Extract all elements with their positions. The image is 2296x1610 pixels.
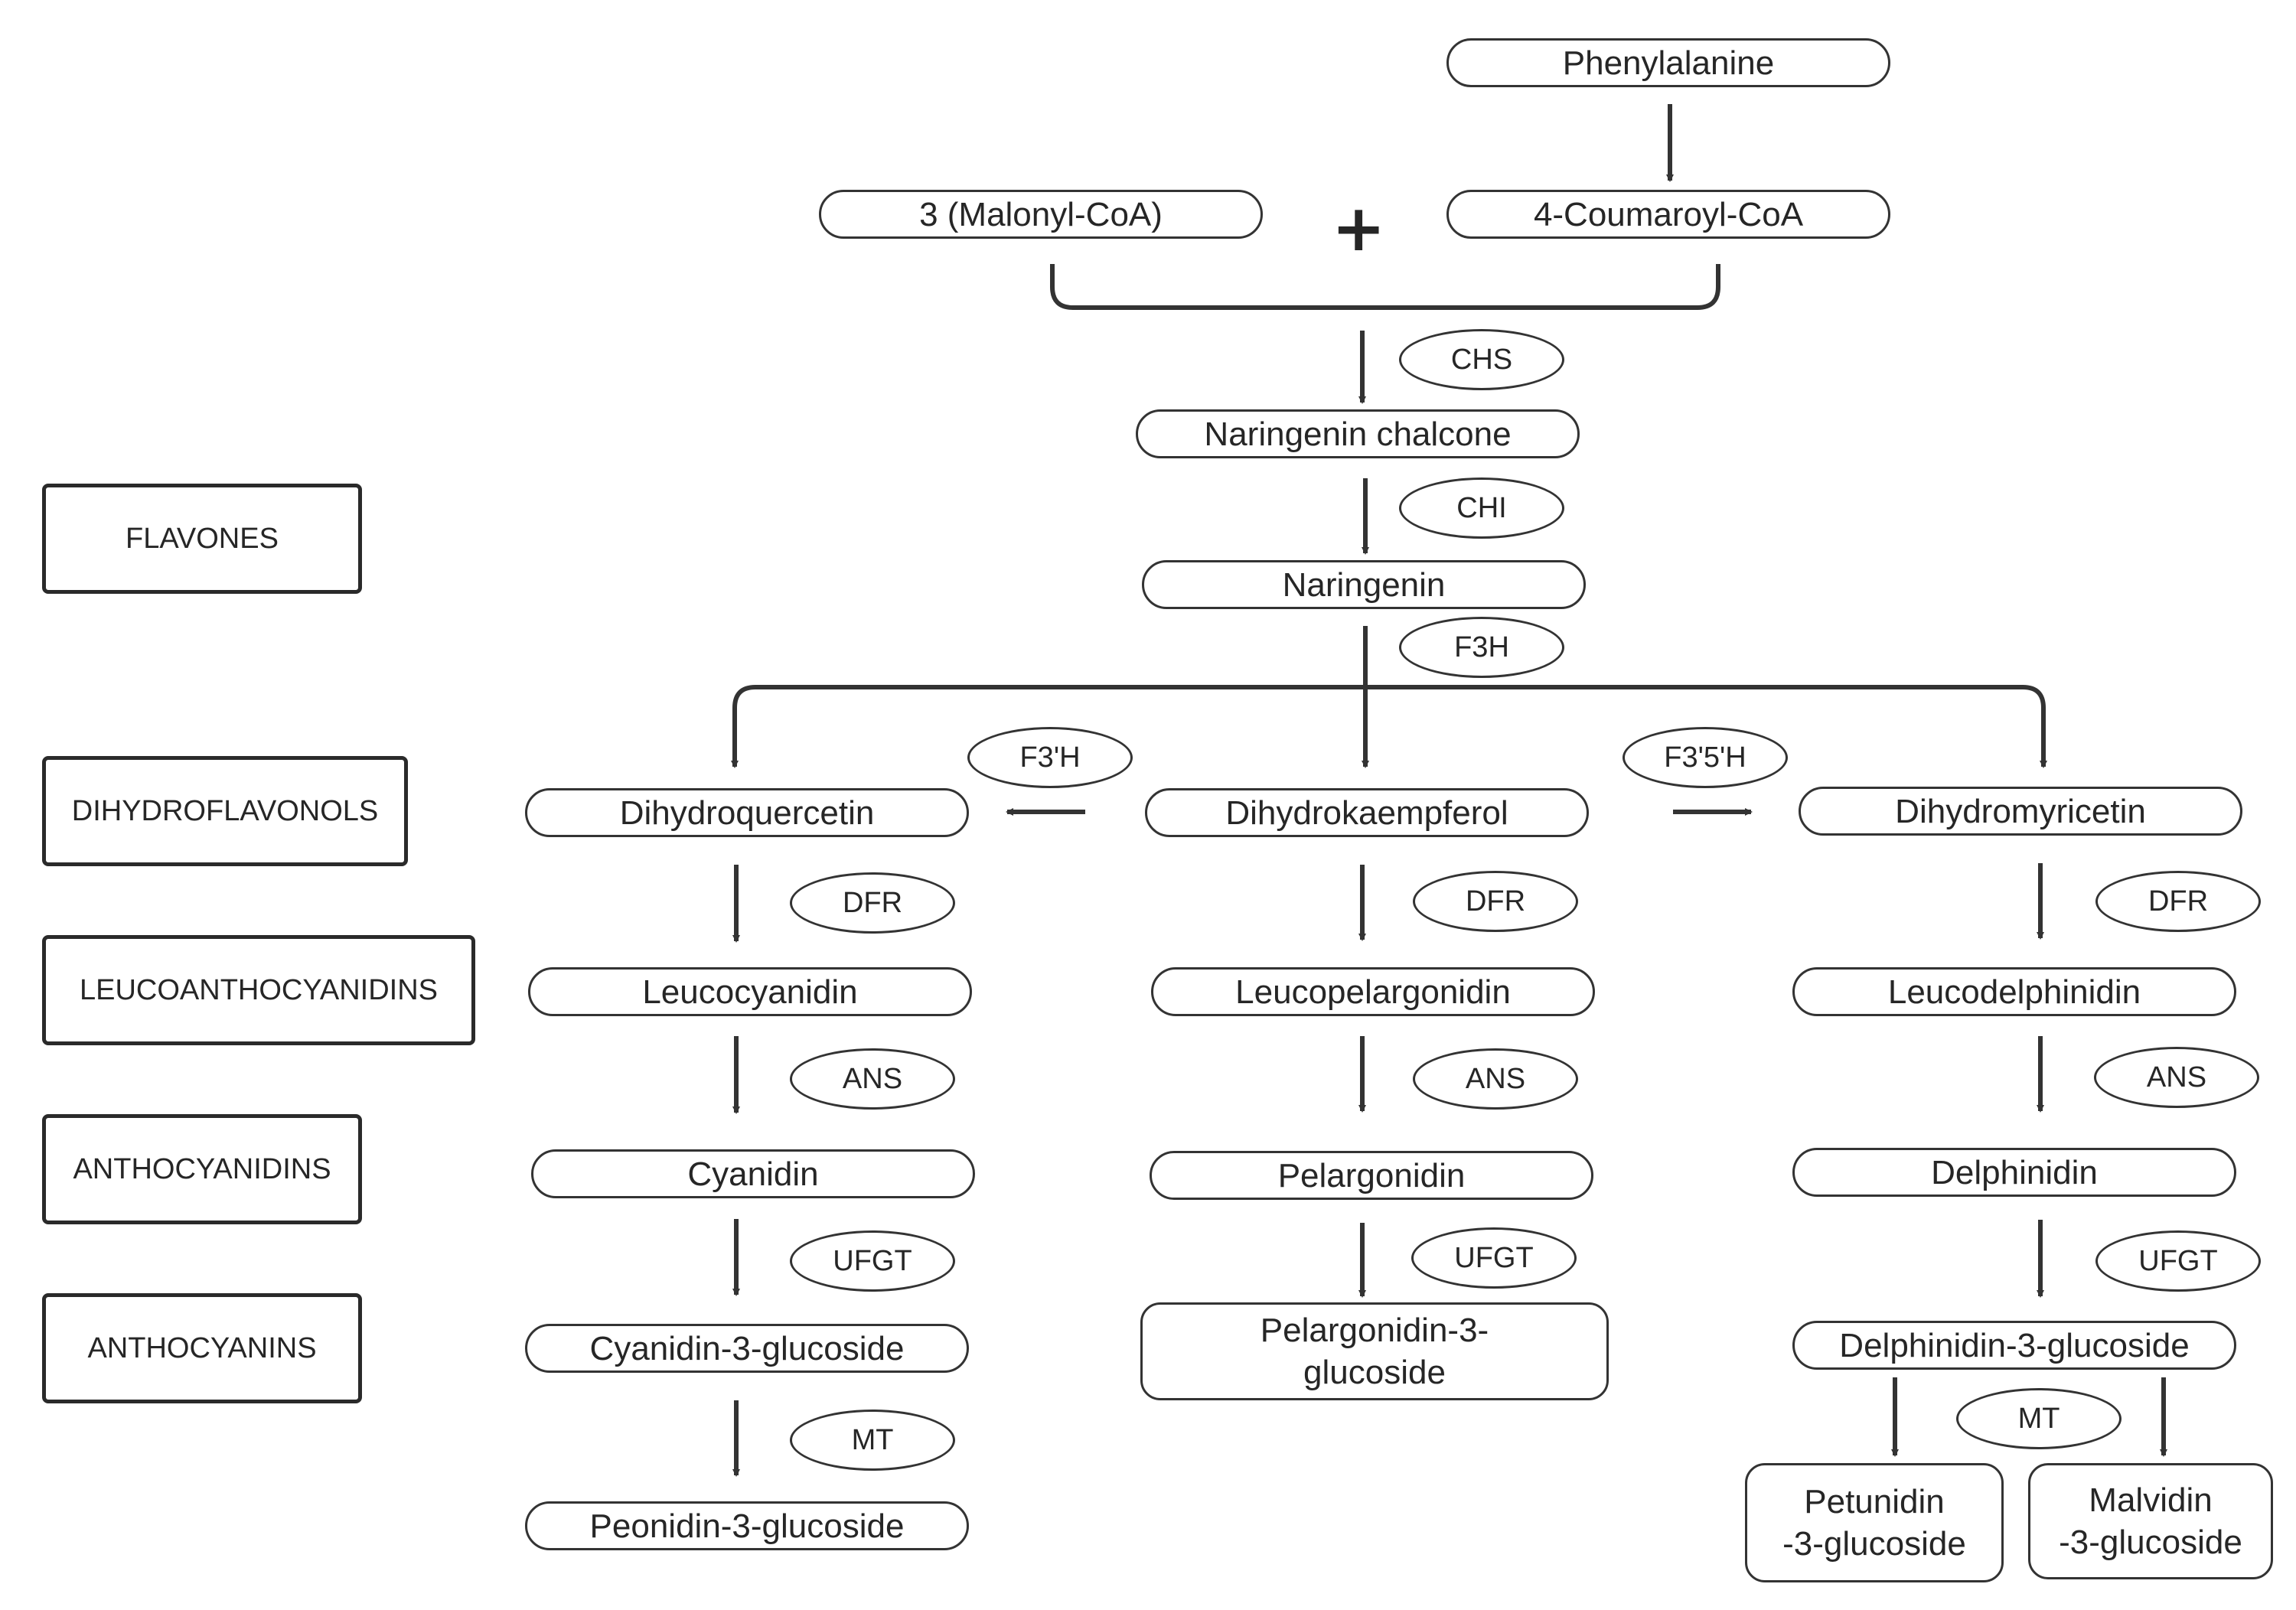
category-anthocyanins: ANTHOCYANINS	[42, 1293, 362, 1403]
category-anthocyanidins: ANTHOCYANIDINS	[42, 1114, 362, 1224]
compound-cyanidin-label: Cyanidin	[687, 1155, 819, 1193]
enzyme-dfr-middle-label: DFR	[1465, 885, 1526, 917]
compound-leucocyanidin-label: Leucocyanidin	[642, 973, 858, 1011]
compound-peonidin-3-glucoside-label: Peonidin-3-glucoside	[589, 1507, 905, 1545]
compound-coumaroyl-coa-label: 4-Coumaroyl-CoA	[1533, 195, 1804, 233]
compound-pelargonidin-label: Pelargonidin	[1277, 1156, 1466, 1194]
enzyme-ans-right-label: ANS	[2146, 1061, 2207, 1093]
enzyme-dfr-right-label: DFR	[2148, 885, 2209, 917]
compound-coumaroyl-coa: 4-Coumaroyl-CoA	[1446, 190, 1890, 239]
precursor-bracket	[1050, 264, 1720, 310]
compound-pelargonidin: Pelargonidin	[1150, 1151, 1593, 1200]
compound-delphinidin-label: Delphinidin	[1931, 1153, 2098, 1191]
enzyme-ufgt-right: UFGT	[2095, 1230, 2261, 1292]
category-flavones-label: FLAVONES	[126, 522, 279, 555]
enzyme-f3ph-label: F3'H	[1019, 741, 1081, 774]
enzyme-mt-right: MT	[1956, 1388, 2122, 1449]
compound-naringenin-chalcone: Naringenin chalcone	[1136, 409, 1580, 458]
enzyme-chi: CHI	[1399, 477, 1564, 539]
compound-cyanidin-3-glucoside: Cyanidin-3-glucoside	[525, 1324, 969, 1373]
compound-peonidin-3-glucoside: Peonidin-3-glucoside	[525, 1501, 969, 1550]
enzyme-mt-left: MT	[790, 1410, 955, 1471]
compound-cyanidin-3-glucoside-label: Cyanidin-3-glucoside	[589, 1329, 905, 1367]
enzyme-dfr-left: DFR	[790, 872, 955, 934]
category-dihydroflavonols: DIHYDROFLAVONOLS	[42, 756, 408, 866]
category-anthocyanidins-label: ANTHOCYANIDINS	[73, 1152, 331, 1185]
compound-dihydromyricetin: Dihydromyricetin	[1799, 787, 2242, 836]
compound-phenylalanine: Phenylalanine	[1446, 38, 1890, 87]
enzyme-ans-right: ANS	[2094, 1047, 2259, 1108]
compound-pelargonidin-3-glucoside-label: Pelargonidin-3- glucoside	[1260, 1312, 1489, 1391]
compound-malvidin-3-glucoside: Malvidin -3-glucoside	[2028, 1463, 2273, 1579]
enzyme-f3h: F3H	[1399, 617, 1564, 678]
compound-delphinidin: Delphinidin	[1792, 1148, 2236, 1197]
compound-pelargonidin-3-glucoside: Pelargonidin-3- glucoside	[1140, 1302, 1609, 1400]
enzyme-f3h-label: F3H	[1454, 631, 1509, 663]
enzyme-ufgt-middle: UFGT	[1411, 1227, 1577, 1289]
enzyme-mt-left-label: MT	[851, 1423, 894, 1456]
compound-leucodelphinidin-label: Leucodelphinidin	[1887, 973, 2141, 1011]
compound-naringenin-chalcone-label: Naringenin chalcone	[1204, 415, 1512, 453]
compound-malvidin-3-glucoside-label: Malvidin -3-glucoside	[2059, 1481, 2242, 1561]
compound-leucocyanidin: Leucocyanidin	[528, 967, 972, 1016]
compound-delphinidin-3-glucoside: Delphinidin-3-glucoside	[1792, 1321, 2236, 1370]
category-leucoanthocyanidins-label: LEUCOANTHOCYANIDINS	[79, 973, 439, 1006]
enzyme-dfr-left-label: DFR	[842, 886, 903, 919]
enzyme-ufgt-left: UFGT	[790, 1230, 955, 1292]
enzyme-ans-middle: ANS	[1413, 1048, 1578, 1110]
compound-malonyl-coa-label: 3 (Malonyl-CoA)	[919, 195, 1163, 233]
compound-leucopelargonidin-label: Leucopelargonidin	[1235, 973, 1511, 1011]
plus-sign: +	[1332, 191, 1386, 266]
enzyme-ufgt-middle-label: UFGT	[1454, 1241, 1534, 1274]
enzyme-mt-right-label: MT	[2017, 1402, 2060, 1435]
compound-petunidin-3-glucoside-label: Petunidin -3-glucoside	[1782, 1483, 1966, 1563]
compound-petunidin-3-glucoside: Petunidin -3-glucoside	[1745, 1463, 2004, 1582]
enzyme-ans-middle-label: ANS	[1465, 1062, 1526, 1095]
enzyme-ufgt-right-label: UFGT	[2138, 1244, 2218, 1277]
enzyme-dfr-middle: DFR	[1413, 871, 1578, 932]
compound-naringenin: Naringenin	[1142, 560, 1586, 609]
enzyme-chs-label: CHS	[1450, 343, 1513, 376]
category-anthocyanins-label: ANTHOCYANINS	[87, 1331, 317, 1364]
enzyme-ufgt-left-label: UFGT	[833, 1244, 912, 1277]
enzyme-ans-left-label: ANS	[842, 1062, 903, 1095]
compound-naringenin-label: Naringenin	[1282, 565, 1446, 604]
enzyme-chs: CHS	[1399, 329, 1564, 390]
compound-dihydrokaempferol-label: Dihydrokaempferol	[1225, 794, 1508, 832]
compound-leucopelargonidin: Leucopelargonidin	[1151, 967, 1595, 1016]
compound-phenylalanine-label: Phenylalanine	[1562, 44, 1775, 82]
category-dihydroflavonols-label: DIHYDROFLAVONOLS	[71, 794, 379, 827]
compound-cyanidin: Cyanidin	[531, 1149, 975, 1198]
branch-bar	[732, 685, 2046, 761]
enzyme-chi-label: CHI	[1456, 491, 1507, 524]
enzyme-f3ph: F3'H	[967, 727, 1133, 788]
compound-malonyl-coa: 3 (Malonyl-CoA)	[819, 190, 1263, 239]
compound-delphinidin-3-glucoside-label: Delphinidin-3-glucoside	[1839, 1326, 2190, 1364]
compound-dihydroquercetin: Dihydroquercetin	[525, 788, 969, 837]
enzyme-f35h: F3'5'H	[1623, 727, 1788, 788]
category-flavones: FLAVONES	[42, 484, 362, 594]
compound-dihydrokaempferol: Dihydrokaempferol	[1145, 788, 1589, 837]
enzyme-ans-left: ANS	[790, 1048, 955, 1110]
compound-leucodelphinidin: Leucodelphinidin	[1792, 967, 2236, 1016]
category-leucoanthocyanidins: LEUCOANTHOCYANIDINS	[42, 935, 475, 1045]
enzyme-f35h-label: F3'5'H	[1664, 741, 1746, 774]
compound-dihydromyricetin-label: Dihydromyricetin	[1895, 792, 2146, 830]
enzyme-dfr-right: DFR	[2095, 871, 2261, 932]
compound-dihydroquercetin-label: Dihydroquercetin	[619, 794, 875, 832]
